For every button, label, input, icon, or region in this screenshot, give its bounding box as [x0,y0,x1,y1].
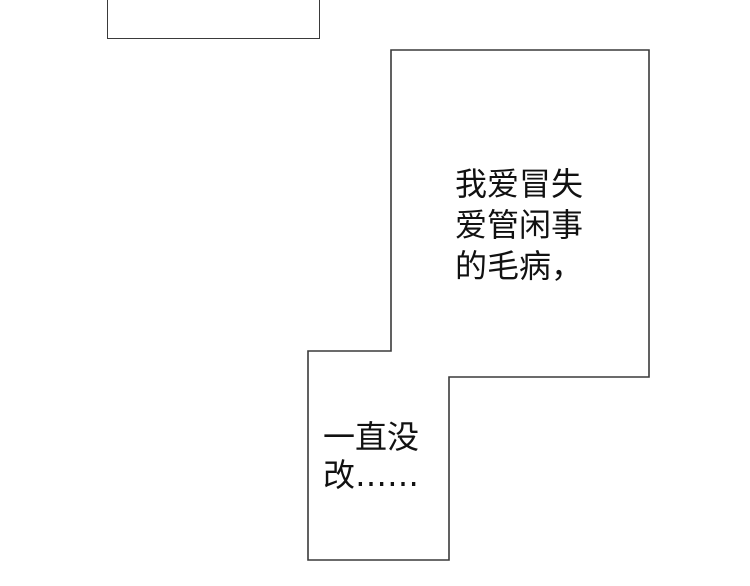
narration-line: 我爱冒失 [455,165,584,203]
narration-line: 一直没 [323,418,420,456]
panel-top-left [107,0,320,39]
narration-line: 爱管闲事 [455,206,584,244]
narration-text-2: 一直没 改…… [323,418,419,494]
narration-text-1: 我爱冒失 爱管闲事 的毛病， [455,164,583,287]
narration-line: 的毛病， [455,247,584,285]
narration-line: 改…… [323,456,420,494]
